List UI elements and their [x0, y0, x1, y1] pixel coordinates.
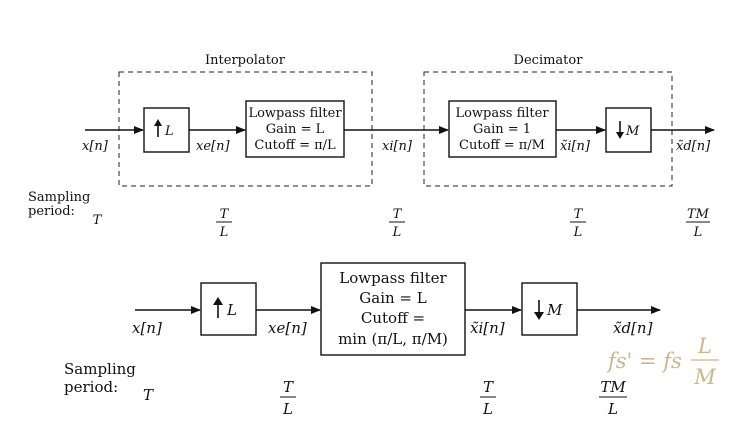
downsampler-block-bottom: [521, 282, 578, 336]
filter-b-line3: Cutoff =: [361, 309, 425, 327]
signal-b-xti: x̃i[n]: [470, 319, 505, 337]
filter2-line2: Gain = 1: [473, 122, 531, 137]
interpolator-group: [118, 71, 373, 187]
downsampler-factor-bottom: M: [546, 301, 563, 319]
lowpass-filter-1-block: [245, 100, 345, 158]
svg-text:T: T: [483, 378, 494, 396]
signal-xti: x̃i[n]: [560, 139, 591, 154]
signal-b-x: x[n]: [132, 319, 162, 337]
up-arrow-icon-head: [154, 119, 162, 126]
svg-text:TM: TM: [600, 378, 626, 396]
sampling-label-top-1: Sampling: [28, 190, 90, 205]
up-arrow-icon-bottom-head: [213, 297, 223, 305]
svg-text:T: T: [220, 207, 230, 222]
filter1-line1: Lowpass filter: [248, 106, 342, 121]
svg-text:L: L: [282, 400, 293, 418]
period-bottom-0: T: [143, 386, 154, 404]
upsampler-factor-bottom: L: [226, 301, 237, 319]
filter-b-line1: Lowpass filter: [339, 269, 447, 287]
down-arrow-icon-head: [616, 132, 624, 139]
lowpass-filter-combined-block: [320, 262, 466, 356]
filter2-line3: Cutoff = π/M: [459, 138, 545, 153]
upsampler-factor: L: [164, 124, 174, 139]
signal-xtd: x̃d[n]: [676, 139, 711, 154]
period-bottom-3: TM L: [599, 378, 627, 418]
svg-text:L: L: [482, 400, 493, 418]
decimator-title: Decimator: [514, 53, 584, 68]
lowpass-filter-2-block: [448, 100, 557, 158]
filter1-line2: Gain = L: [266, 122, 325, 137]
period-top-0: T: [93, 213, 103, 228]
down-arrow-icon-bottom-head: [534, 312, 544, 320]
filter2-line1: Lowpass filter: [455, 106, 549, 121]
signal-b-xtd: x̃d[n]: [613, 319, 653, 337]
svg-text:T: T: [574, 207, 584, 222]
formula-lhs: fs' = fs: [606, 349, 682, 373]
svg-text:T: T: [393, 207, 403, 222]
svg-text:L: L: [607, 400, 618, 418]
sampling-label-top-2: period:: [28, 204, 75, 219]
downsampler-block: [605, 107, 652, 153]
svg-text:L: L: [693, 225, 703, 240]
signal-xi: xi[n]: [382, 139, 413, 154]
svg-text:TM: TM: [687, 207, 710, 222]
filter-b-line2: Gain = L: [359, 289, 426, 307]
signal-x: x[n]: [82, 139, 109, 154]
period-top-3: T L: [570, 207, 586, 240]
downsampler-factor: M: [625, 124, 640, 139]
upsampler-block-bottom: [200, 282, 257, 336]
upsampler-block: [143, 107, 190, 153]
period-top-2: T L: [389, 207, 405, 240]
filter1-line3: Cutoff = π/L: [254, 138, 336, 153]
period-bottom-1: T L: [280, 378, 296, 418]
formula-num: L: [697, 334, 712, 358]
interpolator-title: Interpolator: [205, 53, 286, 68]
svg-text:L: L: [573, 225, 583, 240]
decimator-group: [423, 71, 673, 187]
formula-den: M: [693, 365, 716, 389]
period-top-1: T L: [216, 207, 232, 240]
sampling-label-bottom-1: Sampling: [64, 360, 136, 378]
svg-text:T: T: [283, 378, 294, 396]
signal-b-xe: xe[n]: [268, 319, 307, 337]
period-top-4: TM L: [686, 207, 710, 240]
svg-text:L: L: [219, 225, 229, 240]
svg-text:L: L: [392, 225, 402, 240]
sampling-label-bottom-2: period:: [64, 378, 118, 396]
filter-b-line4: min (π/L, π/M): [338, 330, 448, 348]
signal-xe: xe[n]: [196, 139, 230, 154]
period-bottom-2: T L: [480, 378, 496, 418]
sampling-rate-formula: fs' = fs L M: [606, 334, 719, 389]
